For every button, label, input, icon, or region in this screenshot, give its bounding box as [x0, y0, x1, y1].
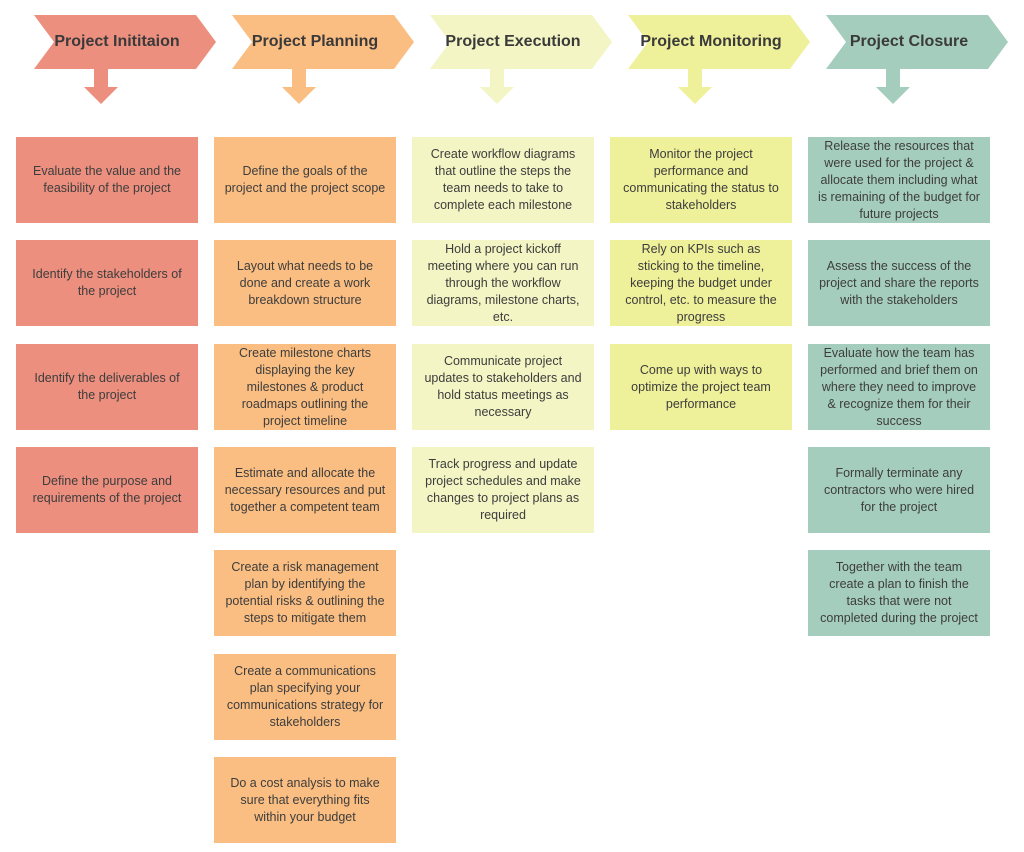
task-text: Create a communications plan specifying …: [226, 664, 384, 729]
phase-title: Project Inititaion: [54, 33, 180, 50]
phase-title: Project Closure: [849, 33, 969, 50]
task-text: Define the purpose and requirements of t…: [32, 474, 182, 505]
task-card: Define the goals of the project and the …: [214, 137, 396, 223]
task-card: Release the resources that were used for…: [808, 137, 990, 223]
task-card: Do a cost analysis to make sure that eve…: [214, 757, 396, 843]
task-text: Evaluate the value and the feasibility o…: [32, 164, 182, 195]
arrow-down-icon: [83, 67, 119, 110]
task-card: Hold a project kickoff meeting where you…: [412, 240, 594, 326]
task-text: Estimate and allocate the necessary reso…: [224, 465, 386, 514]
task-text: Identify the stakeholders of the project: [32, 267, 182, 298]
task-text: Create workflow diagrams that outline th…: [430, 147, 576, 212]
task-card: Layout what needs to be done and create …: [214, 240, 396, 326]
arrow-down-icon: [479, 67, 515, 110]
phase-title: Project Execution: [445, 33, 581, 50]
task-text: Communicate project updates to stakehold…: [424, 354, 582, 419]
task-card: Define the purpose and requirements of t…: [16, 447, 198, 533]
arrow-down-icon: [875, 67, 911, 110]
chevron-shape: [16, 15, 216, 69]
arrow-down-icon: [677, 67, 713, 110]
task-text: Release the resources that were used for…: [818, 138, 980, 221]
task-card: Communicate project updates to stakehold…: [412, 344, 594, 430]
task-card: Together with the team create a plan to …: [808, 550, 990, 636]
task-text: Formally terminate any contractors who w…: [823, 465, 975, 514]
chevron-shape: [610, 15, 810, 69]
task-text: Create a risk management plan by identif…: [225, 560, 385, 625]
task-text: Together with the team create a plan to …: [820, 560, 978, 625]
task-card: Assess the success of the project and sh…: [808, 240, 990, 326]
phase-title: Project Monitoring: [640, 33, 782, 50]
task-text: Assess the success of the project and sh…: [819, 258, 979, 307]
task-text: Hold a project kickoff meeting where you…: [426, 241, 580, 324]
task-text: Layout what needs to be done and create …: [236, 258, 374, 307]
phase-title: Project Planning: [251, 33, 379, 50]
chevron-shape: [412, 15, 612, 69]
task-card: Evaluate the value and the feasibility o…: [16, 137, 198, 223]
task-card: Evaluate how the team has performed and …: [808, 344, 990, 430]
task-card: Come up with ways to optimize the projec…: [610, 344, 792, 430]
task-text: Create milestone charts displaying the k…: [238, 345, 371, 428]
task-text: Define the goals of the project and the …: [224, 164, 386, 195]
task-card: Create milestone charts displaying the k…: [214, 344, 396, 430]
task-card: Rely on KPIs such as sticking to the tim…: [610, 240, 792, 326]
arrow-down-icon: [281, 67, 317, 110]
task-card: Track progress and update project schedu…: [412, 447, 594, 533]
chevron-shape: [808, 15, 1008, 69]
task-text: Rely on KPIs such as sticking to the tim…: [625, 241, 777, 324]
task-text: Do a cost analysis to make sure that eve…: [230, 775, 380, 824]
task-card: Create a communications plan specifying …: [214, 654, 396, 740]
task-text: Identify the deliverables of the project: [34, 371, 180, 402]
task-card: Identify the deliverables of the project: [16, 344, 198, 430]
task-text: Come up with ways to optimize the projec…: [631, 362, 771, 411]
task-text: Monitor the project performance and comm…: [623, 147, 779, 212]
task-card: Create workflow diagrams that outline th…: [412, 137, 594, 223]
task-card: Create a risk management plan by identif…: [214, 550, 396, 636]
task-card: Monitor the project performance and comm…: [610, 137, 792, 223]
task-card: Formally terminate any contractors who w…: [808, 447, 990, 533]
task-text: Track progress and update project schedu…: [425, 457, 581, 522]
chevron-shape: [214, 15, 414, 69]
task-text: Evaluate how the team has performed and …: [820, 345, 978, 428]
task-card: Estimate and allocate the necessary reso…: [214, 447, 396, 533]
task-card: Identify the stakeholders of the project: [16, 240, 198, 326]
